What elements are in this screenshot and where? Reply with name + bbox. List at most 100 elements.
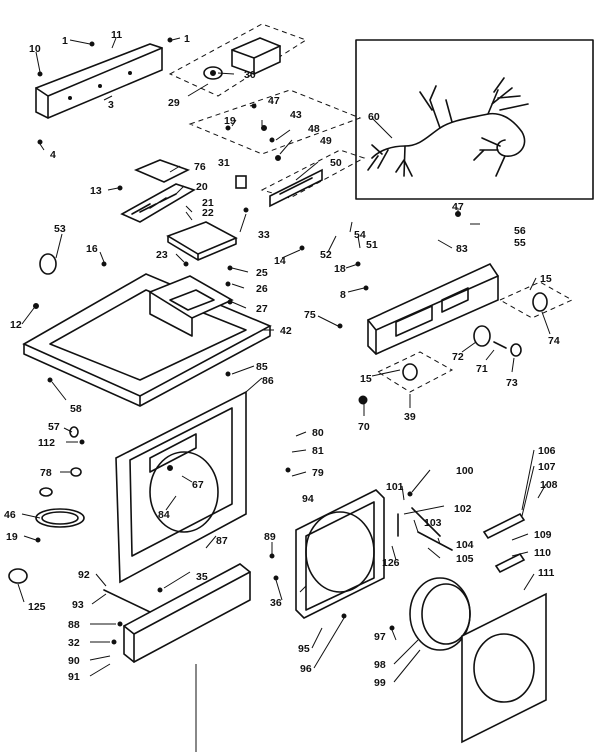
callout-3: 3 [108,99,114,111]
callout-105: 105 [456,553,474,565]
leader-lines [17,37,551,683]
callout-95: 95 [298,643,310,655]
callout-52: 52 [320,249,332,261]
console-bracket-group [188,89,366,208]
callout-4: 4 [50,149,56,161]
callout-23: 23 [156,249,168,261]
callout-15a: 15 [540,273,552,285]
callout-73: 73 [506,377,518,389]
callout-53: 53 [54,223,66,235]
callout-57: 57 [48,421,60,433]
callout-78: 78 [40,467,52,479]
front-panel-part-86 [115,390,247,584]
callout-43: 43 [290,109,302,121]
callout-126: 126 [382,557,400,569]
callout-108: 108 [540,479,558,491]
callout-47a: 47 [268,95,280,107]
callout-13: 13 [90,185,102,197]
callout-31: 31 [218,157,230,169]
callout-14: 14 [274,255,286,267]
callout-112: 112 [38,437,55,449]
door-hinge-parts [397,507,526,574]
callout-110: 110 [534,547,551,559]
callout-1b: 1 [184,33,190,45]
callout-50: 50 [330,157,342,169]
callout-70: 70 [358,421,370,433]
screws-and-fasteners [33,37,461,645]
callout-60: 60 [368,111,380,123]
callout-79: 79 [312,467,324,479]
callout-93: 93 [72,599,84,611]
callout-30: 30 [244,69,256,81]
control-knobs [358,281,574,405]
callout-104: 104 [456,539,474,551]
callout-1a: 1 [62,35,68,47]
callout-58: 58 [70,403,82,415]
callout-32: 32 [68,637,80,649]
callout-46: 46 [4,509,16,521]
callout-89: 89 [264,531,276,543]
callout-19a: 19 [224,115,236,127]
callout-19b: 19 [6,531,18,543]
callout-33: 33 [258,229,270,241]
callout-39: 39 [404,411,416,423]
callout-20: 20 [196,181,208,193]
callout-88: 88 [68,619,80,631]
callout-87: 87 [216,535,228,547]
callout-85: 85 [256,361,268,373]
callout-107: 107 [538,461,556,473]
callout-67: 67 [192,479,204,491]
callout-98: 98 [374,659,386,671]
callout-11: 11 [111,29,122,41]
callout-12: 12 [10,319,22,331]
callout-42: 42 [280,325,292,337]
callout-97: 97 [374,631,386,643]
callout-55: 55 [514,237,526,249]
callout-86: 86 [262,375,274,387]
callout-51: 51 [366,239,378,251]
callout-18: 18 [334,263,346,275]
callout-106: 106 [538,445,556,457]
callout-72: 72 [452,351,464,363]
callout-75: 75 [304,309,316,321]
callout-27: 27 [256,303,268,315]
callout-10: 10 [29,43,41,55]
callout-100: 100 [456,465,474,477]
callout-16: 16 [86,243,98,255]
callout-56: 56 [514,225,526,237]
kickplate-part-87 [103,563,251,663]
callout-109: 109 [534,529,552,541]
callout-71: 71 [476,363,488,375]
callout-83: 83 [456,243,468,255]
callout-102: 102 [454,503,472,515]
door-part-98-99 [409,577,547,744]
callout-35: 35 [196,571,208,583]
callout-84: 84 [158,509,170,521]
callout-90: 90 [68,655,80,667]
control-console-part-55 [367,262,499,355]
timer-bracket-part-29 [168,23,308,97]
callout-48: 48 [308,123,320,135]
callout-36: 36 [270,597,282,609]
callout-54: 54 [354,229,366,241]
callout-74: 74 [548,335,560,347]
callout-91: 91 [68,671,80,683]
cabinet-top-part-42 [22,273,272,407]
callout-47b: 47 [452,201,464,213]
callout-101: 101 [386,481,404,493]
callout-labels: 1 11 1 10 3 4 30 29 60 47 43 19 48 49 31… [4,29,560,689]
callout-103: 103 [424,517,442,529]
callout-21: 21 [202,197,214,209]
callout-81: 81 [312,445,324,457]
callout-111: 111 [538,567,555,579]
top-cover-part-3 [35,43,163,119]
callout-29: 29 [168,97,180,109]
callout-94: 94 [302,493,314,505]
callout-15b: 15 [360,373,372,385]
callout-76: 76 [194,161,206,173]
callout-96: 96 [300,663,312,675]
callout-125: 125 [28,601,46,613]
callout-49: 49 [320,135,332,147]
